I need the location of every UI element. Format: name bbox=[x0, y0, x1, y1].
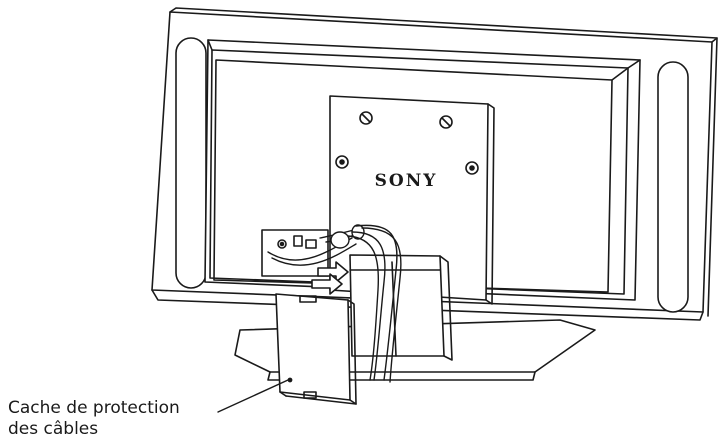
terminal-area bbox=[261, 229, 329, 277]
left-speaker bbox=[175, 37, 207, 289]
mount-plate bbox=[329, 95, 495, 305]
right-speaker bbox=[657, 61, 689, 313]
callout-leader bbox=[217, 379, 289, 413]
brand-logo: SONY bbox=[375, 171, 438, 191]
cable-bundle bbox=[267, 224, 402, 383]
insertion-arrows bbox=[311, 261, 349, 295]
cable-cover bbox=[275, 293, 357, 405]
cable-cover-label: Cache de protection des câbles bbox=[8, 398, 180, 440]
cable-cover-label-line2: des câbles bbox=[8, 419, 99, 439]
cable-cover-label-line1: Cache de protection bbox=[8, 398, 180, 418]
